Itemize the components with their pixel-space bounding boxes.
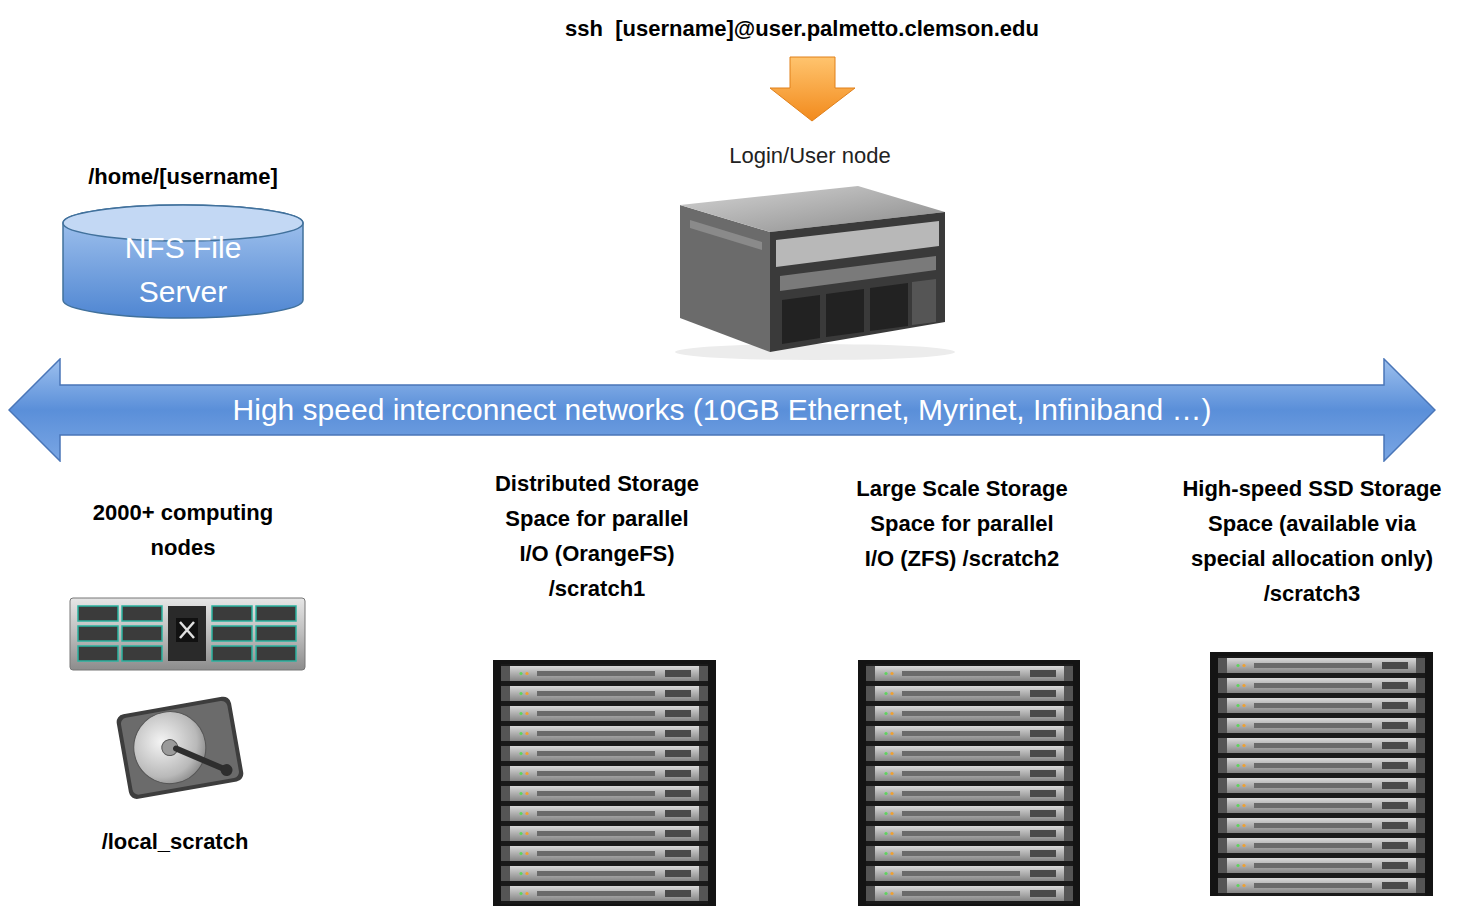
- local-scratch-label: /local_scratch: [64, 825, 286, 859]
- orangefs-storage-label: Distributed Storage Space for parallel I…: [490, 466, 705, 606]
- ssd-rack: [1210, 652, 1433, 896]
- ssh-arrow: [770, 57, 855, 121]
- server-name: NFS File Server: [93, 226, 273, 314]
- hard-disk-illustration: [115, 695, 244, 800]
- network-label: High speed interconnect networks (10GB E…: [233, 390, 1212, 430]
- login-server-illustration: [675, 186, 955, 360]
- zfs-rack: [858, 660, 1080, 906]
- ssd-storage-label: High-speed SSD Storage Space (available …: [1176, 471, 1448, 611]
- computing-node-illustration: [70, 598, 305, 670]
- orangefs-rack: [493, 660, 716, 906]
- interconnect-band: High speed interconnect networks (10GB E…: [8, 358, 1436, 462]
- ssh-command: ssh [username]@user.palmetto.clemson.edu: [442, 12, 1162, 46]
- login-node-label: Login/User node: [650, 139, 970, 173]
- mount-path: /home/[username]: [88, 160, 278, 194]
- compute-nodes-label: 2000+ computing nodes: [72, 495, 294, 565]
- zfs-storage-label: Large Scale Storage Space for parallel I…: [855, 471, 1070, 576]
- nfs-file-server: /home/[username] NFS File Server: [55, 160, 311, 322]
